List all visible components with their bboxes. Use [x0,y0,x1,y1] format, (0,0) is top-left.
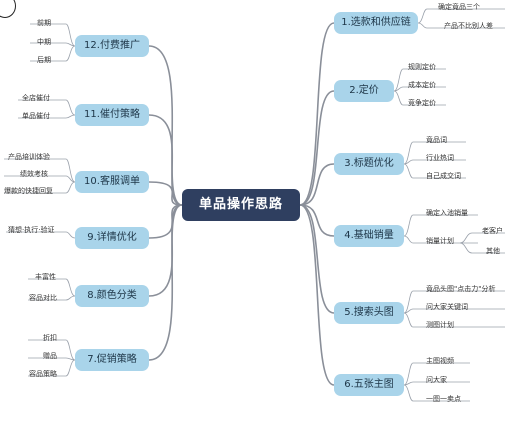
connector-line [403,384,470,402]
connector-line [148,204,183,297]
leaf-1-2: 产品不比别人差 [444,22,493,30]
connector-line [148,181,183,206]
leaf-1-1: 确定竟品三个 [438,3,480,11]
leaf-7-1: 折扣 [43,334,57,342]
leaf-3-3: 自己成交词 [426,172,461,180]
connector-line [148,204,183,239]
leaf-11-1: 全店催付 [22,94,50,102]
connector-line [403,159,466,165]
connector-line [403,214,478,237]
connector-line [4,181,76,194]
leaf-6-3: 一图一卖点 [426,395,461,403]
leaf-8-1: 丰富性 [35,273,56,281]
branch-3[interactable]: 3.标题优化 [334,153,404,175]
leaf-5-1: 竟品头图"点击力"分析 [426,285,496,293]
leaf-11-2: 单品催付 [22,112,50,120]
connector-line [148,114,183,206]
leaf-3-2: 行业热词 [426,154,454,162]
leaf-2-3: 竞争定价 [408,99,436,107]
connector-line [299,204,335,386]
connector-line [299,204,335,314]
connector-line [403,362,470,386]
leaf-4-2-1: 老客户 [482,227,503,235]
connector-line [459,232,505,244]
connector-line [403,312,505,328]
connector-line [18,99,76,116]
connector-line [28,359,76,377]
connector-line [18,114,76,119]
connector-line [28,339,76,361]
branch-4[interactable]: 4.基础销量 [334,225,404,247]
connector-line [403,163,466,179]
branch-6[interactable]: 6.五张主图 [334,374,404,396]
connector-line [459,242,505,254]
branch-1[interactable]: 1.选款和供应链 [334,12,418,34]
connector-line [4,158,76,183]
connector-line [417,8,505,24]
branch-8[interactable]: 8.颜色分类 [75,285,149,307]
leaf-9-1: 猜想·执行·验证 [8,226,55,234]
connector-line [417,22,505,29]
connector-line [30,42,76,47]
leaf-10-1: 产品培训体验 [8,153,50,161]
connector-line [299,163,335,206]
leaf-12-3: 后期 [37,56,51,64]
leaf-6-1: 主图视频 [426,357,454,365]
connector-line [30,45,76,62]
leaf-4-2: 销量计划 [426,237,454,245]
connector-line [403,381,470,386]
leaf-4-2-2: 其他 [486,247,500,255]
leaf-8-2: 容品对比 [29,294,57,302]
connector-line [393,90,446,106]
center-topic[interactable]: 单品操作思路 [182,189,300,221]
branch-11[interactable]: 11.催付策略 [75,104,149,126]
leaf-12-1: 前期 [37,19,51,27]
leaf-4-1: 确定入池销量 [426,209,468,217]
leaf-6-2: 问大家 [426,376,447,384]
connector-line [403,308,505,314]
connector-line [30,23,76,47]
leaf-5-2: 问大家关键词 [426,303,468,311]
connector-line [299,22,335,206]
connector-line [148,204,183,361]
leaf-2-1: 规则定价 [408,63,436,71]
connector-line [28,278,76,297]
connector-line [403,141,466,165]
connector-line [28,295,76,301]
logo-icon [0,0,16,18]
leaf-10-2: 绩效考核 [20,170,48,178]
connector-line [393,86,446,92]
branch-12[interactable]: 12.付费推广 [75,35,149,57]
branch-2[interactable]: 2.定价 [334,80,394,102]
connector-line [299,90,335,206]
leaf-3-1: 竟品词 [426,136,447,144]
connector-line [403,235,478,244]
connector-line [403,290,505,314]
connector-line [299,204,335,237]
branch-5[interactable]: 5.搜索头图 [334,302,404,324]
branch-10[interactable]: 10.客服调单 [75,171,149,193]
leaf-7-2: 赠品 [43,352,57,360]
connector-line [4,175,76,183]
leaf-2-2: 成本定价 [408,81,436,89]
branch-9[interactable]: 9.详情优化 [75,227,149,249]
leaf-5-3: 测图计划 [426,321,454,329]
connector-line [6,231,76,239]
leaf-7-3: 容品策略 [29,370,57,378]
connector-line [393,68,446,92]
connector-line [28,357,76,361]
branch-7[interactable]: 7.促销策略 [75,349,149,371]
leaf-10-3: 爆款的快捷回复 [4,187,53,195]
leaf-12-2: 中期 [37,38,51,46]
connector-line [148,45,183,206]
